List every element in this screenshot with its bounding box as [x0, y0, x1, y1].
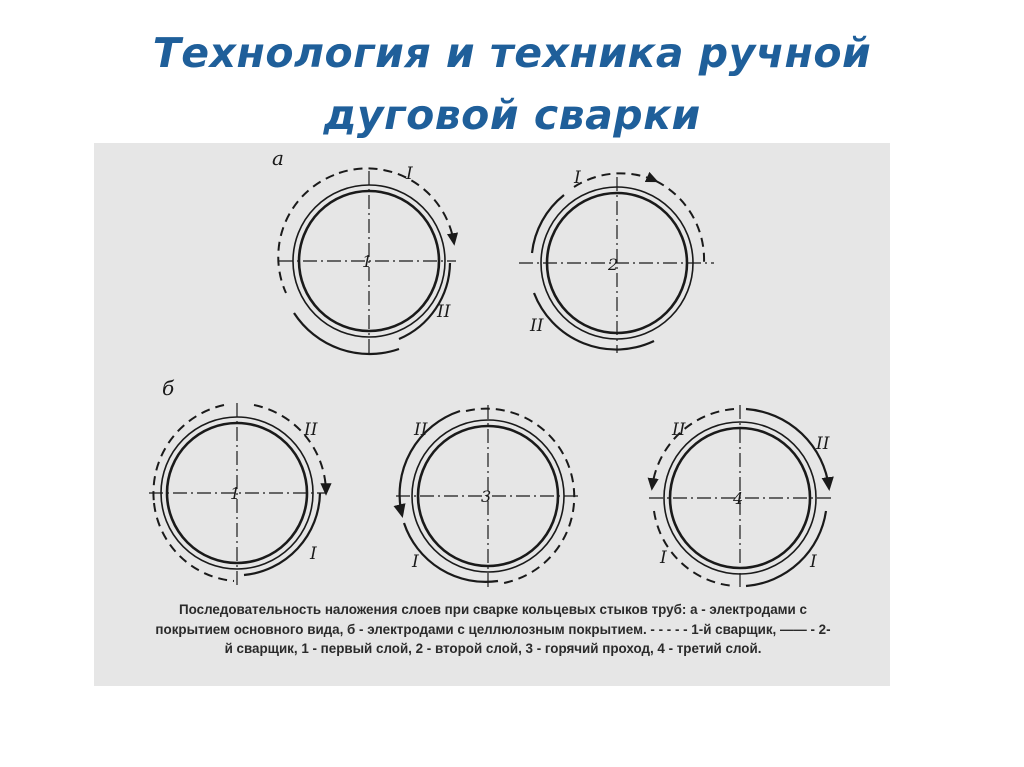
pipe-b4: 4 II II I I	[647, 405, 834, 590]
pipe-a2-number: 2	[607, 255, 618, 274]
pipe-b4-arc-label-2: II	[815, 434, 830, 454]
pipe-b3-arc-label-1: II	[413, 420, 428, 440]
pipe-b3-arc-label-2: I	[411, 552, 419, 572]
pipe-a2: 2 I II	[519, 168, 714, 353]
pipe-b4-arc-label-1: II	[671, 420, 686, 440]
pipe-b3: 3 II I	[393, 405, 580, 588]
pipe-b3-number: 3	[481, 487, 491, 506]
caption-line-2: покрытием основного вида, б - электродам…	[155, 621, 831, 637]
pipe-b1-arc-label-1: II	[303, 420, 318, 440]
pipe-b4-arc-label-4: I	[809, 552, 817, 572]
pipe-a1-arc-label-2: II	[436, 302, 451, 322]
pipe-b1-number: 1	[230, 484, 240, 503]
pipe-a1-number: 1	[362, 252, 372, 271]
slide-title-line-1: Технология и техника ручной	[152, 29, 872, 77]
pipe-a1: 1 I II	[277, 164, 459, 356]
slide-title: Технология и техника ручной дуговой свар…	[0, 22, 1024, 146]
pipe-diagrams: а б 1 I II	[149, 146, 834, 590]
figure-caption: Последовательность наложения слоев при с…	[96, 600, 890, 659]
caption-line-1: Последовательность наложения слоев при с…	[179, 602, 807, 617]
pipe-a1-arc-label-1: I	[405, 164, 413, 184]
pipe-a2-arc-label-1: I	[573, 168, 581, 188]
group-b-label: б	[162, 376, 175, 400]
weld-sequence-figure: а б 1 I II	[94, 143, 890, 686]
pipe-b1: 1 II I	[149, 403, 332, 585]
pipe-b4-number: 4	[732, 489, 743, 508]
caption-line-3: й сварщик, 1 - первый слой, 2 - второй с…	[224, 641, 762, 656]
pipe-b1-arc-label-2: I	[309, 544, 317, 564]
pipe-b4-arc-label-3: I	[659, 548, 667, 568]
group-a-label: а	[272, 146, 284, 170]
slide-title-line-2: дуговой сварки	[323, 91, 701, 139]
pipe-a2-arc-label-2: II	[529, 316, 544, 336]
